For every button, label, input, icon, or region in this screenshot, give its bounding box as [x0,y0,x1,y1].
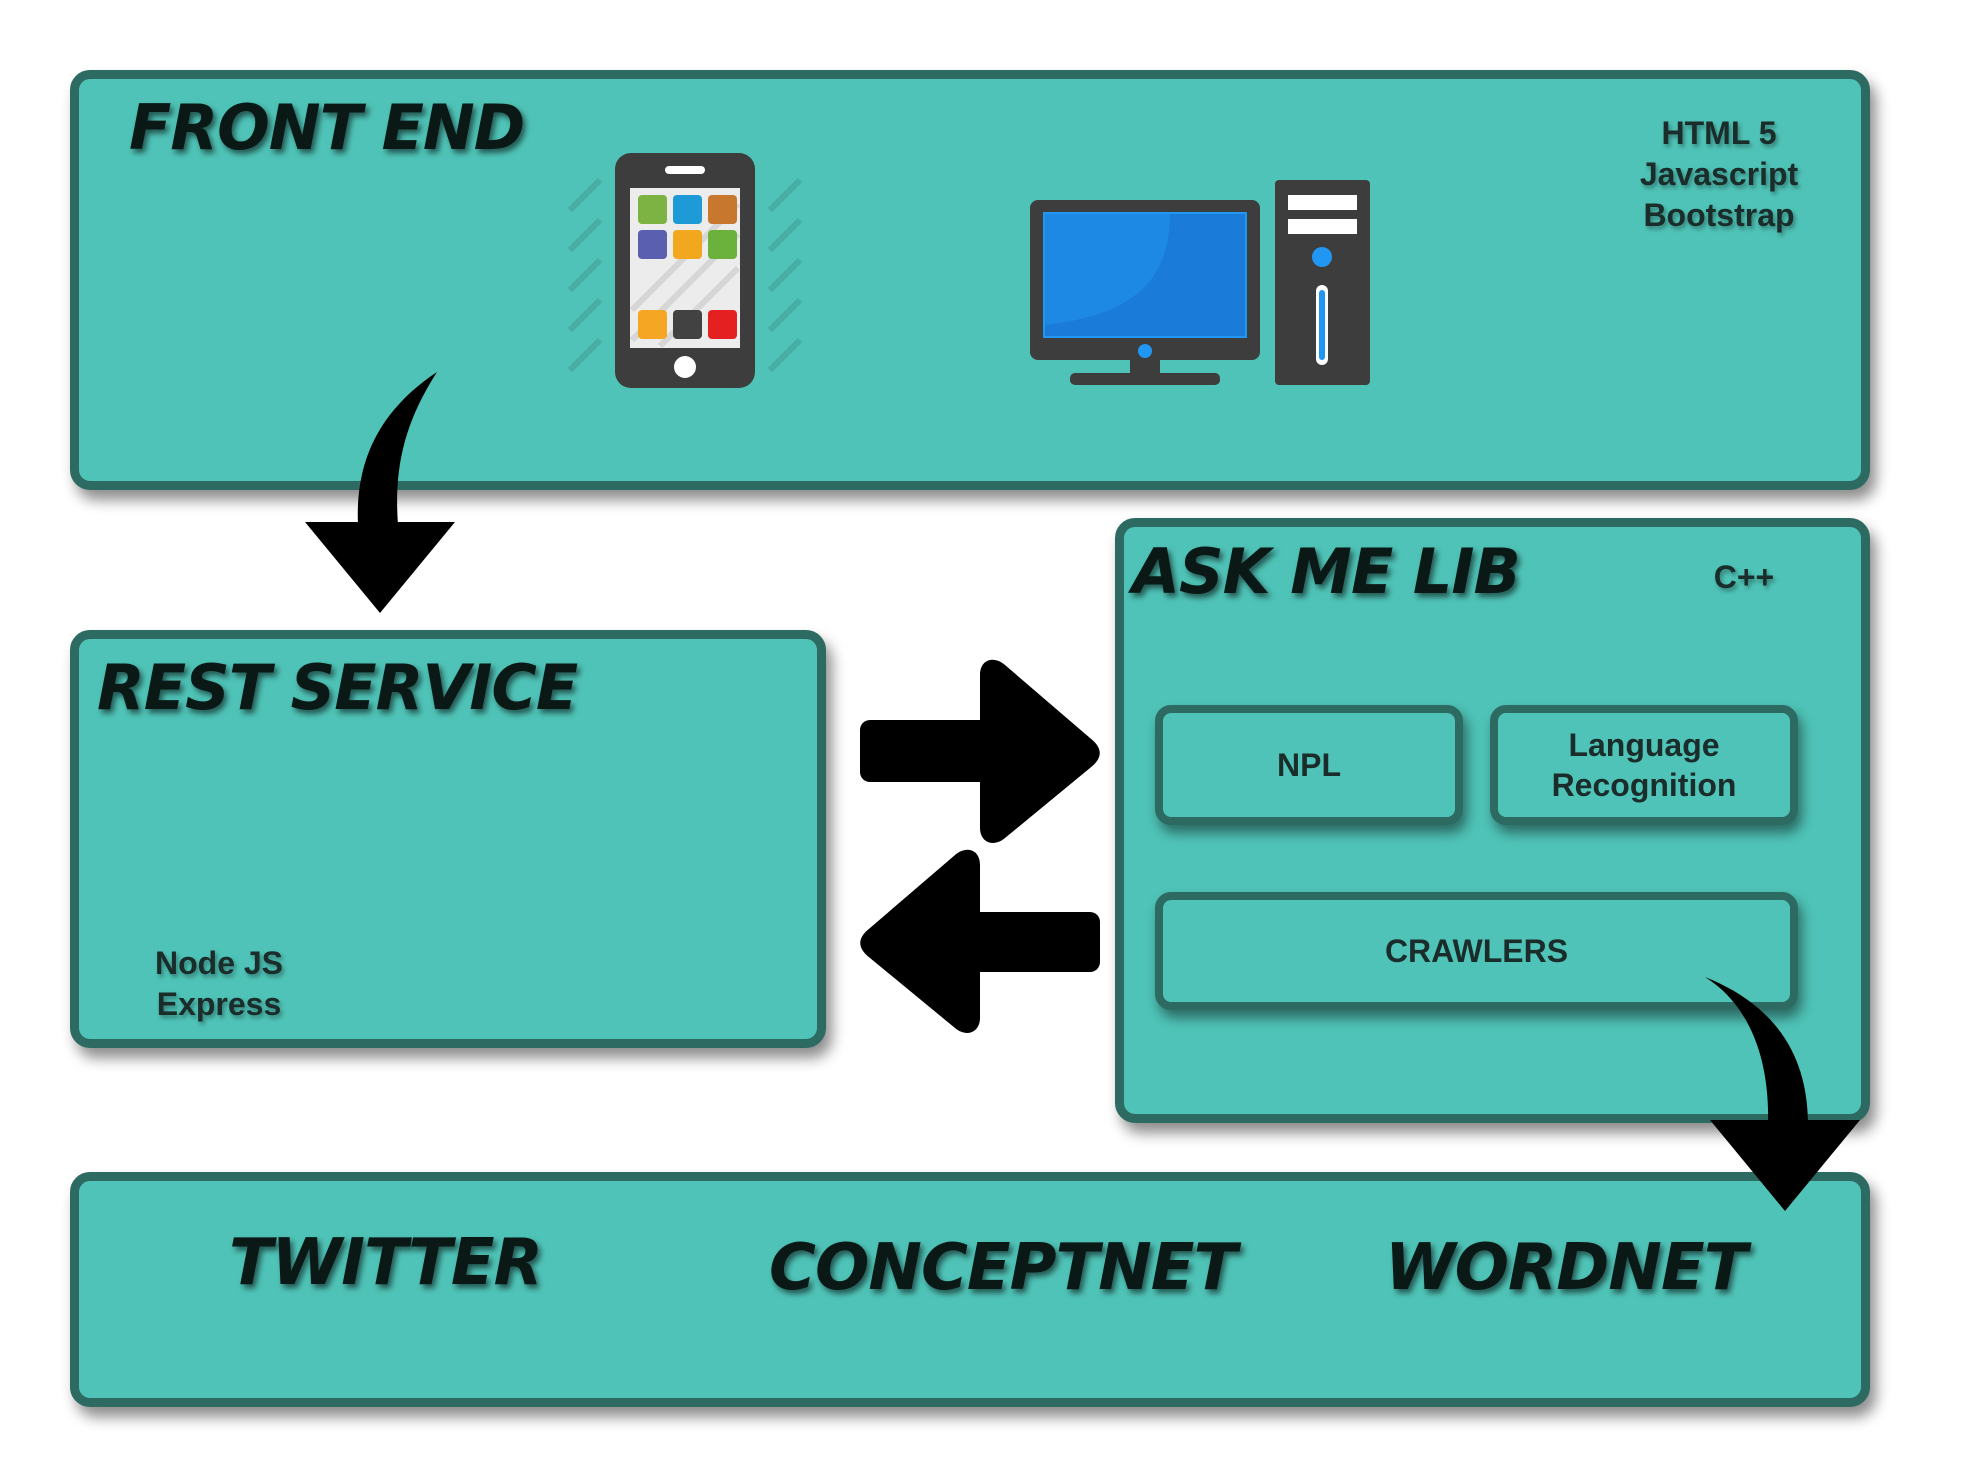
ask-me-lib-title: ASK ME LIB [1132,535,1521,608]
desktop-computer-icon [1030,180,1370,385]
front-end-title: FRONT END [129,91,525,164]
rest-service-tech-express: Express [156,986,282,1022]
front-end-tech-bootstrap: Bootstrap [1643,197,1795,233]
front-end-panel: FRONT END HTML 5 Javascript Bootstrap [70,70,1870,490]
lib-to-rest-arrow [860,849,1100,1033]
front-end-tech-javascript: Javascript [1639,156,1799,192]
source-conceptnet: CONCEPTNET [769,1231,1237,1305]
source-wordnet: WORDNET [1385,1231,1747,1305]
ask-me-lib-lang: C++ [1713,559,1775,595]
source-twitter: TWITTER [229,1226,543,1300]
crawlers-to-sources-arrow [1705,977,1860,1211]
rest-service-panel: REST SERVICE Node JS Express [70,630,826,1048]
data-sources-panel: TWITTER CONCEPTNET WORDNET [70,1172,1870,1407]
crawlers-module-label: CRAWLERS [1384,933,1569,969]
language-recognition-label-line1: Language [1568,727,1720,763]
rest-service-tech-list: Node JS Express [119,943,319,1025]
crawlers-module: CRAWLERS [1155,892,1798,1010]
rest-to-lib-arrow [860,659,1100,843]
language-recognition-module: Language Recognition [1490,705,1798,825]
rest-service-title: REST SERVICE [97,651,578,724]
front-end-tech-list: HTML 5 Javascript Bootstrap [1559,113,1879,236]
npl-module: NPL [1155,705,1463,825]
language-recognition-label-line2: Recognition [1551,767,1737,803]
npl-module-label: NPL [1277,747,1341,783]
rest-service-tech-nodejs: Node JS [154,945,284,981]
front-end-tech-html5: HTML 5 [1661,115,1777,151]
front-to-rest-arrow [305,372,455,613]
smartphone-icon [567,153,803,388]
